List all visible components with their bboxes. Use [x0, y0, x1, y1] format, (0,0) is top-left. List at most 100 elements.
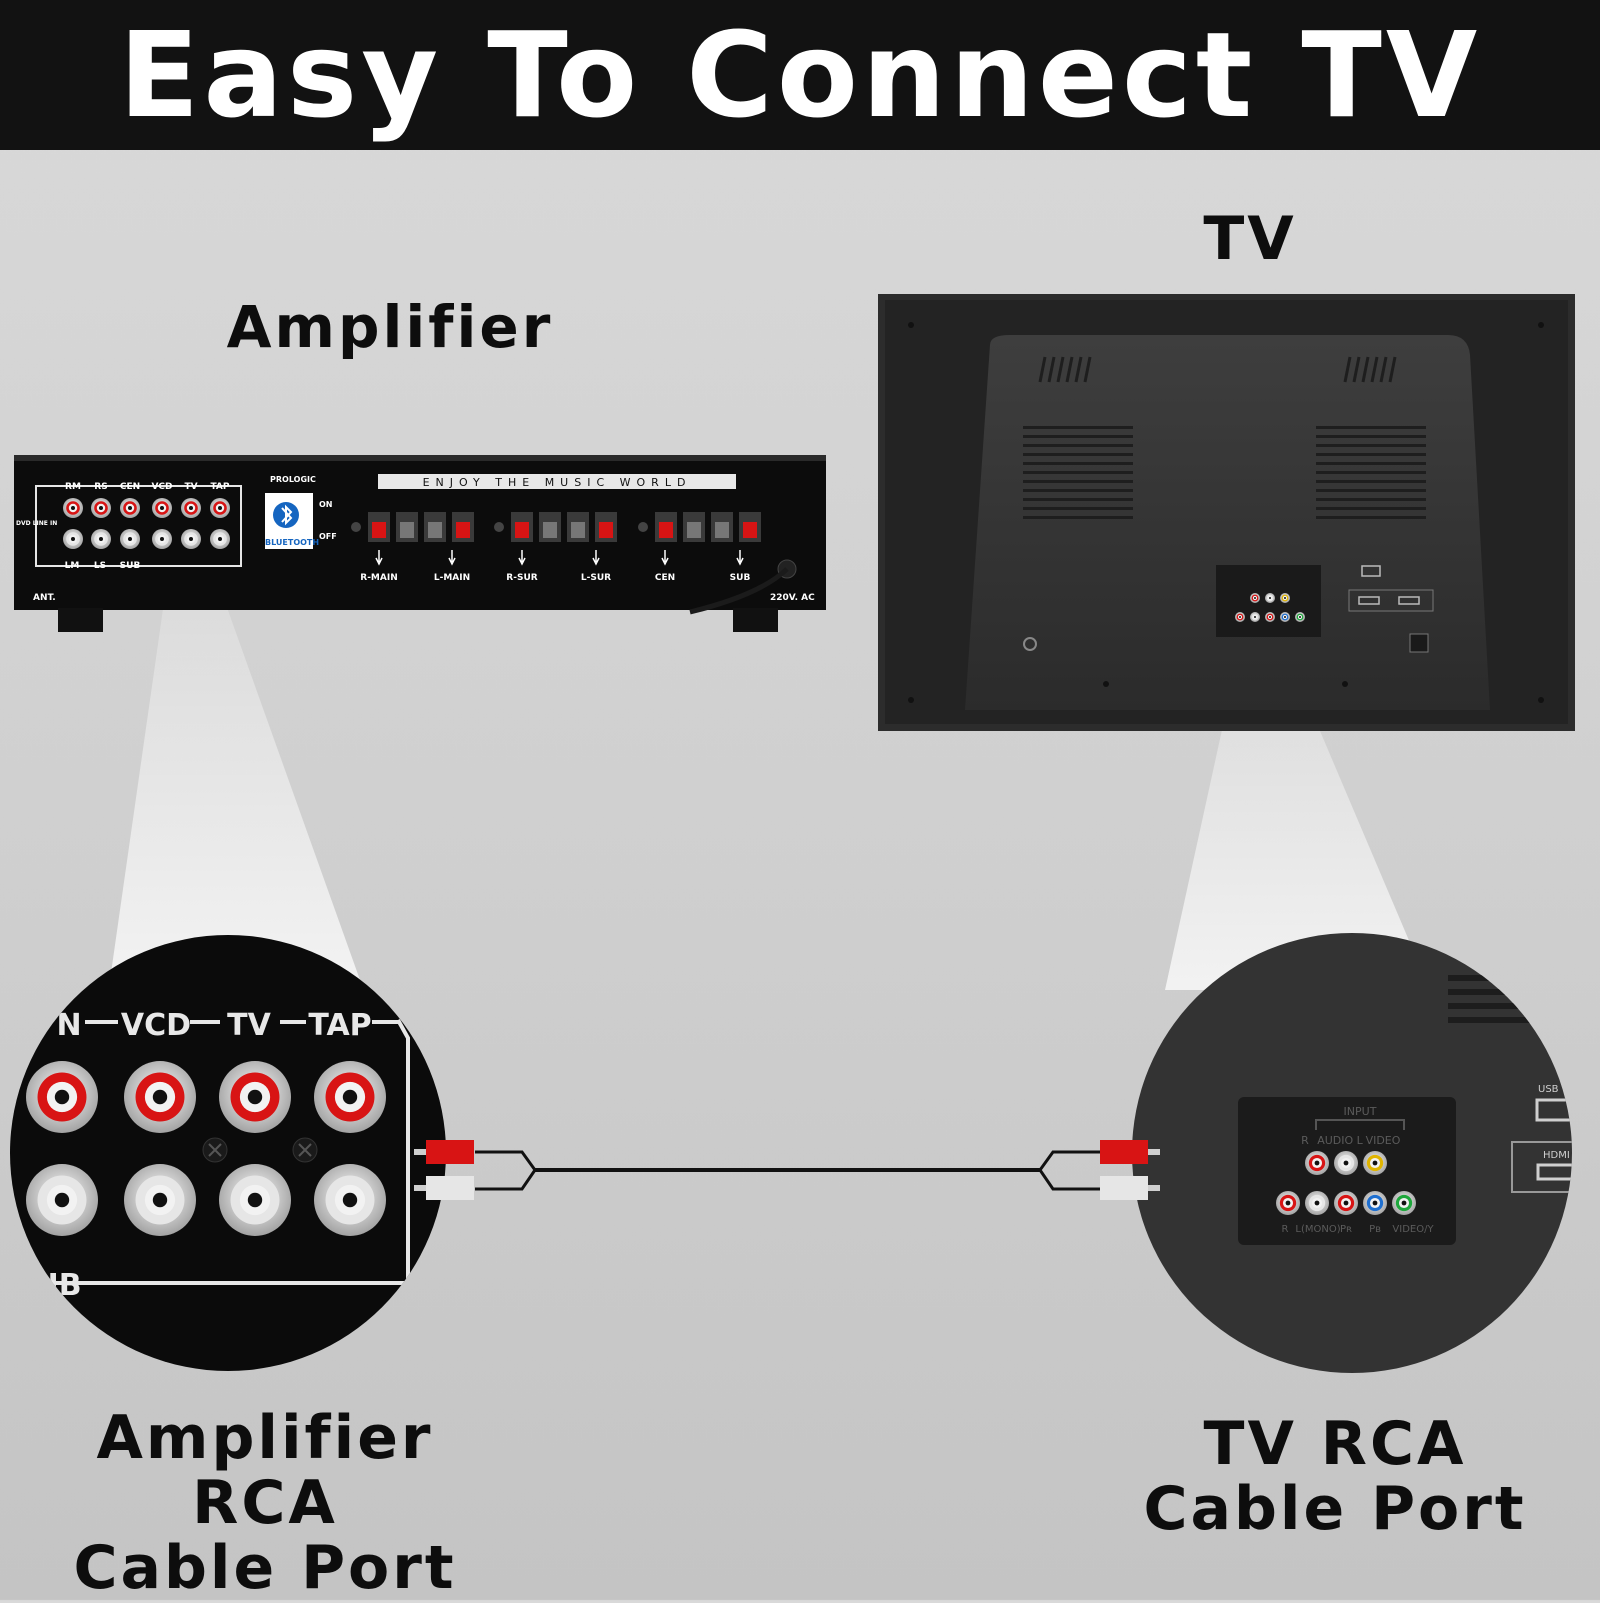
vent-slot	[1023, 516, 1133, 519]
tv-side-rca-plugs	[1100, 1140, 1160, 1200]
tv-zoom-label-video: VIDEO	[1366, 1134, 1401, 1147]
speaker-clip	[400, 522, 414, 538]
tv-rca-jacks	[1235, 593, 1305, 622]
amp-side-rca-plugs	[414, 1140, 474, 1200]
vent-slot	[1316, 489, 1426, 492]
amp-rca-jack-white	[120, 529, 140, 549]
tv-zoom-rca-jack	[1305, 1191, 1329, 1215]
speaker-clip	[743, 522, 757, 538]
amp-zoom-rca-jack-red	[219, 1061, 291, 1133]
speaker-label-l-main: L-MAIN	[434, 573, 470, 583]
tv-zoom-input-label: INPUT	[1344, 1105, 1377, 1118]
amp-rca-jack-red	[181, 498, 201, 518]
vent-slot	[1023, 444, 1133, 447]
screw-icon	[638, 522, 648, 532]
down-arrow-icon	[518, 550, 526, 566]
vent-slot	[1023, 471, 1133, 474]
amp-zoom-label-n: N	[56, 1008, 81, 1043]
amp-zoom-rca-jack-white	[314, 1164, 386, 1236]
tv-zoom-label-r: R	[1301, 1134, 1309, 1147]
rca-cable	[475, 1150, 1100, 1191]
tv-vents	[1023, 356, 1426, 519]
speaker-clip	[372, 522, 386, 538]
speaker-clip	[571, 522, 585, 538]
tv-zoom-rca-jack	[1363, 1191, 1387, 1215]
screw-icon	[494, 522, 504, 532]
tv-device	[878, 294, 1575, 731]
amp-zoom-label-tap: TAP	[308, 1008, 371, 1043]
vent-slot	[1316, 453, 1426, 456]
tv-zoom-rca-jack	[1305, 1151, 1329, 1175]
vent-slot	[1316, 444, 1426, 447]
speaker-clip	[543, 522, 557, 538]
amp-zoom-rca-jack-white	[124, 1164, 196, 1236]
speaker-clip	[687, 522, 701, 538]
tv-zoom-usb-label: USB	[1538, 1084, 1559, 1095]
vent-slot	[1083, 356, 1092, 383]
tv-zoom-label-r2: R	[1282, 1224, 1289, 1235]
vent-slot	[1316, 507, 1426, 510]
tv-rca-jack	[1265, 612, 1275, 622]
tv-rca-jack	[1235, 612, 1245, 622]
amp-port-caption: Amplifier RCA Cable Port	[20, 1406, 510, 1600]
amp-zoom-beam	[110, 560, 360, 980]
amp-rca-jack-white	[91, 529, 111, 549]
amplifier-heading: Amplifier	[180, 296, 600, 359]
amp-rca-jack-white	[63, 529, 83, 549]
speaker-clip	[428, 522, 442, 538]
tv-heading: TV	[1150, 207, 1350, 272]
amp-rca-jack-red	[152, 498, 172, 518]
amp-on-label: ON	[319, 500, 333, 509]
vent-slot	[1352, 356, 1361, 383]
vent-slot	[1023, 435, 1133, 438]
amp-input-label-tap: TAP	[210, 482, 229, 492]
amp-rca-jack-red	[91, 498, 111, 518]
amp-rca-jack-red	[63, 498, 83, 518]
vent-slot	[1379, 356, 1388, 383]
amp-input-label-ls: LS	[94, 561, 106, 571]
amp-off-label: OFF	[319, 532, 337, 541]
vent-slot	[1023, 462, 1133, 465]
tv-rca-jack	[1250, 612, 1260, 622]
tv-zoom-rca-jack	[1334, 1151, 1358, 1175]
amp-rca-jack-white	[152, 529, 172, 549]
amp-port-caption-line1: Amplifier RCA	[96, 1403, 434, 1538]
tv-zoom-label-audio-l: AUDIO L	[1317, 1134, 1363, 1147]
vent-slot	[1023, 453, 1133, 456]
tv-zoom-rca-jack	[1276, 1191, 1300, 1215]
amp-prologic-label: PROLOGIC	[270, 475, 316, 484]
tv-zoom-rca-jack	[1363, 1151, 1387, 1175]
vent-slot	[1316, 426, 1426, 429]
vent-slot	[1361, 356, 1370, 383]
vent-slot	[1056, 356, 1065, 383]
tv-zoom-rca-jack	[1392, 1191, 1416, 1215]
speaker-clip	[456, 522, 470, 538]
bluetooth-icon-label: BLUETOOTH	[265, 538, 319, 547]
tv-port-caption: TV RCA Cable Port	[1135, 1412, 1535, 1542]
amp-ant-label: ANT.	[33, 593, 56, 603]
amp-zoom-rca-jack-white	[26, 1164, 98, 1236]
amp-input-label-rs: RS	[94, 482, 107, 492]
bluetooth-badge	[265, 493, 313, 549]
screw-icon	[351, 522, 361, 532]
amp-slogan: ENJOY THE MUSIC WORLD	[423, 476, 692, 489]
tv-heading-text: TV	[1203, 204, 1297, 274]
speaker-clip	[659, 522, 673, 538]
vent-slot	[1065, 356, 1074, 383]
tv-zoom-label-l-mono: L(MONO)	[1295, 1224, 1340, 1235]
amp-input-label-rm: RM	[65, 482, 81, 492]
speaker-clip	[515, 522, 529, 538]
speaker-clip	[599, 522, 613, 538]
down-arrow-icon	[448, 550, 456, 566]
tv-rca-jack	[1265, 593, 1275, 603]
tv-zoom-label-pr: Pʀ	[1340, 1224, 1352, 1235]
tv-port-caption-line1: TV RCA	[1203, 1409, 1467, 1479]
vent-slot	[1343, 356, 1352, 383]
amp-power-label: 220V. AC	[770, 593, 815, 603]
amp-input-label-lm: LM	[65, 561, 80, 571]
tv-zoom-rca-jack	[1334, 1191, 1358, 1215]
speaker-label-sub: SUB	[730, 573, 751, 583]
speaker-label-cen: CEN	[655, 573, 675, 583]
amp-rca-jack-white	[210, 529, 230, 549]
vent-slot	[1023, 426, 1133, 429]
